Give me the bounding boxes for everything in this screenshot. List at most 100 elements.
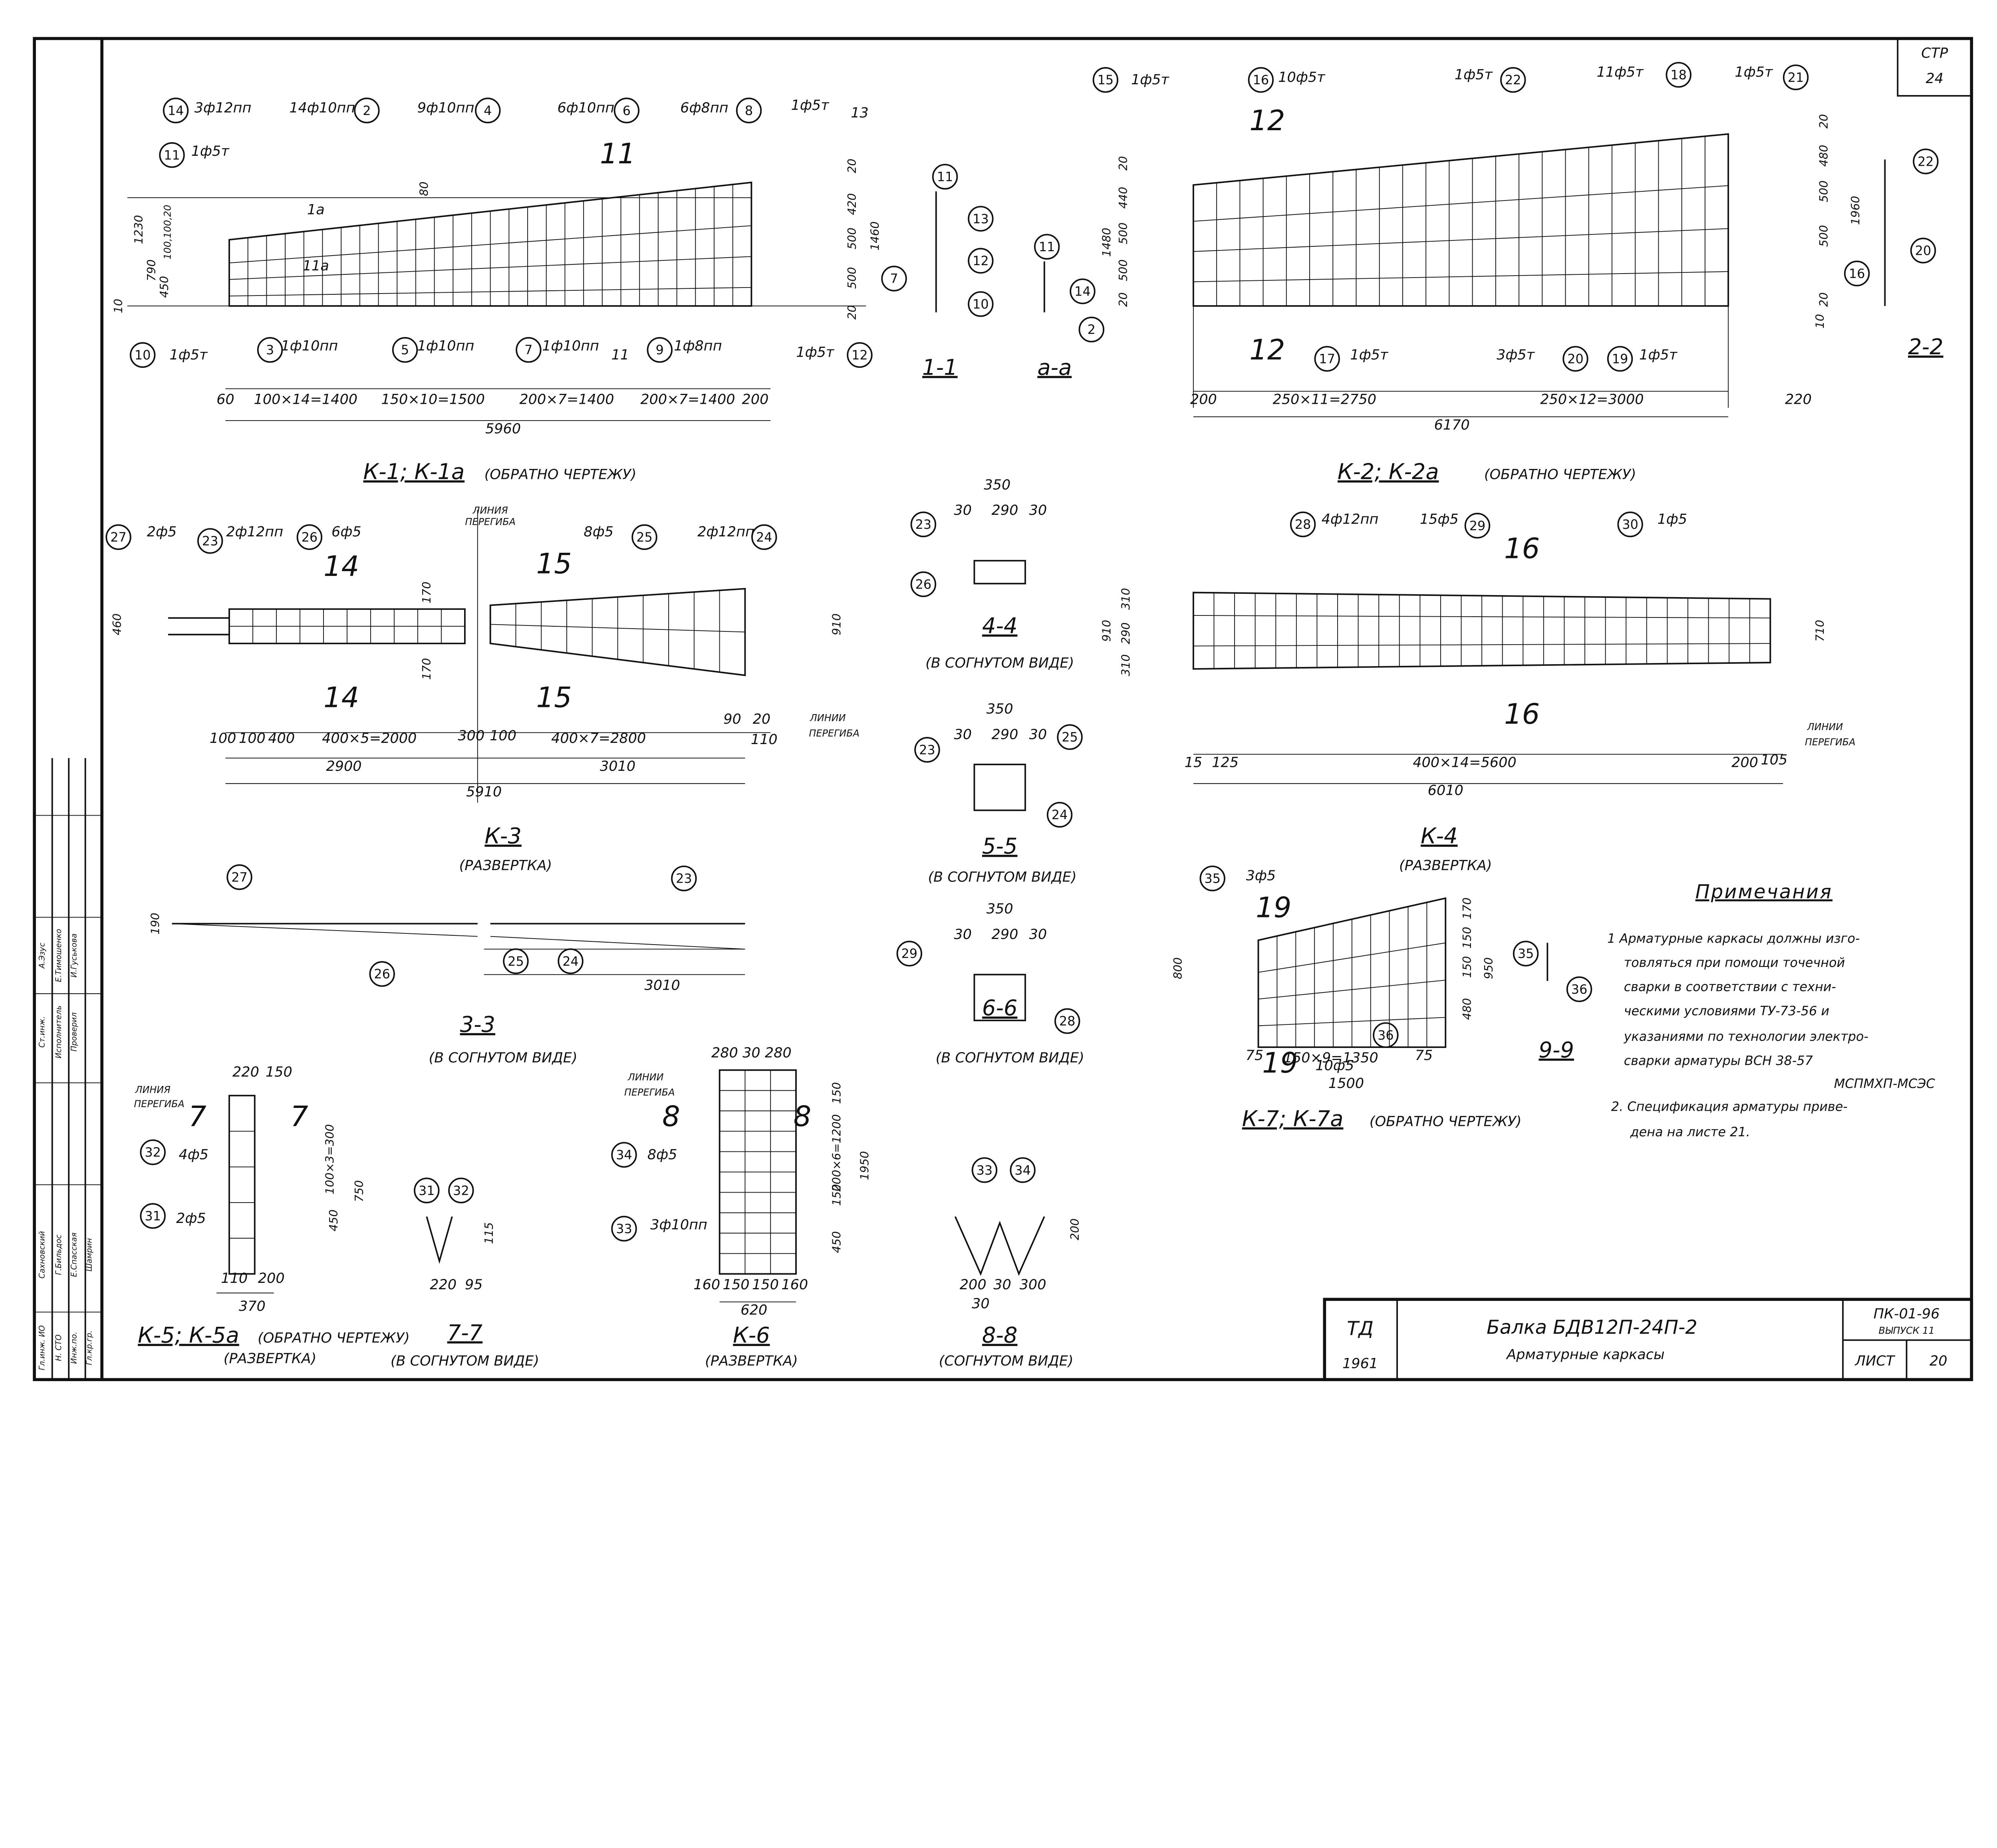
dimension-label: 440: [1116, 187, 1130, 209]
dimension-label: ПЕРЕГИБА: [134, 1098, 185, 1110]
callout-circle-icon: [910, 571, 937, 597]
dimension-label: 16: [1504, 698, 1540, 730]
cage-outline: [228, 608, 466, 645]
dimension-label: 10: [111, 299, 125, 314]
callout-number: 35: [1204, 871, 1221, 886]
callout-k2: 15: [1092, 67, 1119, 93]
dimension-label: 910: [1100, 620, 1114, 642]
dimension-label: 220: [1785, 391, 1812, 408]
dimension-label: 8: [662, 1100, 680, 1133]
longitudinal-bar: [1258, 942, 1446, 973]
dimension-label: 170: [1460, 897, 1474, 919]
callout-circle-icon: [1464, 512, 1491, 539]
dimension-label: 4ф12пп: [1322, 511, 1379, 527]
callout-number: 12: [852, 347, 868, 363]
callout-circle-icon: [671, 865, 697, 891]
line: [172, 923, 478, 937]
callout-sec55: 23: [914, 737, 940, 763]
callout-secaa: 14: [1070, 278, 1096, 304]
callout-number: 23: [676, 871, 692, 886]
dimension-label: 150×9=1350: [1284, 1050, 1378, 1066]
callout-k2: 20: [1562, 346, 1588, 372]
callout-number: 28: [1059, 1014, 1076, 1029]
cage-k2: [1192, 133, 1729, 307]
dimension-label: (СОГНУТОМ ВИДЕ): [939, 1353, 1074, 1369]
callout-sec33: 25: [503, 948, 529, 974]
dimension-label: ВЫПУСК 11: [1878, 1325, 1934, 1336]
callout-number: 31: [145, 1209, 161, 1224]
callout-k4: 29: [1464, 512, 1491, 539]
callout-k5: 32: [140, 1139, 166, 1165]
callout-circle-icon: [736, 97, 762, 123]
callout-number: 26: [374, 967, 390, 982]
callout-sec77: 31: [414, 1177, 440, 1203]
dimension-label: 20: [845, 159, 859, 173]
dimension-label: 20: [1930, 1353, 1947, 1369]
dimension-label: 115: [482, 1222, 496, 1244]
dimension-label: 75: [1415, 1047, 1433, 1064]
callout-sec88: 34: [1010, 1157, 1036, 1183]
dimension-label: 20: [753, 711, 771, 727]
callout-number: 25: [508, 954, 524, 969]
callout-k2: 22: [1500, 67, 1526, 93]
callout-number: 7: [890, 271, 898, 286]
callout-sec55: 24: [1046, 802, 1073, 828]
callout-number: 15: [1098, 72, 1114, 87]
callout-circle-icon: [914, 737, 940, 763]
callout-k2: 16: [1248, 67, 1274, 93]
callout-circle-icon: [1070, 278, 1096, 304]
dimension-label: 4ф5: [179, 1147, 208, 1163]
note-line: сварки арматуры ВСН 38-57: [1624, 1053, 1813, 1068]
callout-circle-icon: [751, 524, 777, 550]
dimension-label: 3ф10пп: [650, 1217, 707, 1233]
dimension-label: (В СОГНУТОМ ВИДЕ): [925, 655, 1074, 671]
dimension-label: 1ф8пп: [674, 338, 722, 354]
view-title: 1-1: [922, 355, 958, 380]
callout-circle-icon: [558, 948, 584, 974]
callout-number: 29: [901, 946, 918, 961]
callout-number: 26: [302, 530, 318, 545]
callout-circle-icon: [847, 342, 873, 368]
sheet-frame: [33, 37, 1973, 1382]
callout-circle-icon: [1665, 62, 1692, 88]
callout-circle-icon: [129, 342, 156, 368]
dimension-label: ПЕРЕГИБА: [624, 1087, 675, 1098]
dimension-label: 400: [268, 730, 295, 746]
dimension-label: 105: [1761, 752, 1787, 768]
dimension-label: 310: [1119, 588, 1132, 610]
callout-number: 13: [973, 211, 989, 226]
dimension-label: 100×3=300: [323, 1124, 336, 1195]
callout-k2: 18: [1665, 62, 1692, 88]
callout-circle-icon: [611, 1142, 637, 1168]
callout-k5: 31: [140, 1203, 166, 1229]
dimension-label: (РАЗВЕРТКА): [1399, 858, 1492, 874]
view-title: К-2; К-2а: [1338, 459, 1439, 484]
dimension-label: 19: [1256, 891, 1291, 924]
cage-k1: [228, 181, 752, 307]
dimension-label: 1ф10пп: [542, 338, 599, 354]
reinforcement-drawings: [127, 133, 1886, 1302]
callout-number: 26: [915, 577, 932, 592]
dimension-label: ЛИНИЯ: [472, 505, 508, 516]
dimension-label: 6ф5: [332, 524, 361, 540]
dimension-label: 290: [991, 926, 1018, 943]
callout-number: 5: [401, 342, 409, 357]
callout-circle-icon: [881, 266, 907, 292]
callout-number: 9: [656, 342, 664, 357]
callout-sec11: 7: [881, 266, 907, 292]
dimension-label: 200: [1190, 391, 1217, 408]
line: [490, 936, 745, 950]
callout-k3: 27: [105, 524, 131, 550]
callout-number: 33: [616, 1221, 632, 1237]
callout-circle-icon: [197, 528, 223, 554]
dimension-label: 220: [430, 1276, 457, 1293]
callout-circle-icon: [1910, 238, 1936, 264]
view-title: 9-9: [1538, 1037, 1574, 1062]
cage-k3-left: [228, 608, 466, 645]
callout-circle-icon: [1373, 1022, 1399, 1048]
view-title: К-1; К-1а: [363, 459, 465, 484]
dimension-label: 250×11=2750: [1273, 391, 1377, 408]
callout-k1: 2: [354, 97, 380, 123]
dimension-label: 100,100,20: [162, 205, 173, 260]
cage-k5: [228, 1095, 256, 1275]
